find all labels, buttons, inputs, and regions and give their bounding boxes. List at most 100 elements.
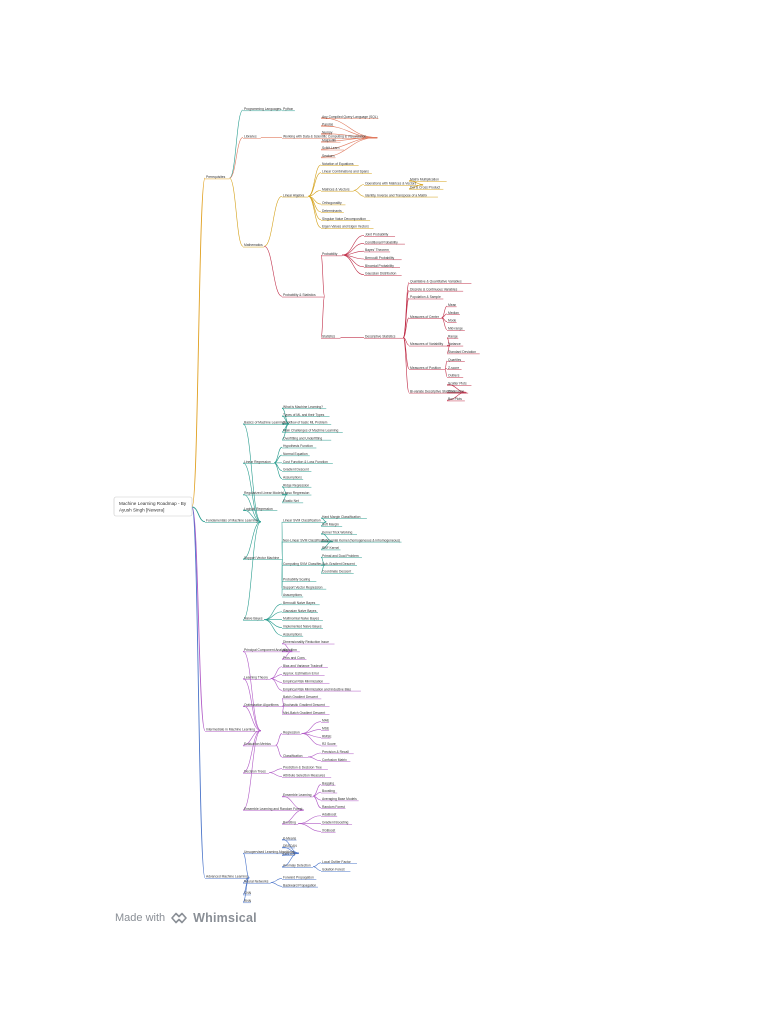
node-linear-regression[interactable]: Linear Regression (244, 460, 271, 464)
node-correlation[interactable]: Correlation (448, 389, 464, 393)
node-empirical-risk-minimization[interactable]: Empirical Risk Minimization (283, 679, 323, 683)
node-adaboost[interactable]: AdaBoost (322, 813, 336, 817)
node-numpy[interactable]: Numpy (322, 131, 333, 135)
node-approx-estimation-error[interactable]: Approx. Estimation Error (283, 672, 320, 676)
node-outliers[interactable]: Outliers (448, 374, 460, 378)
node-boosting[interactable]: Boosting (283, 821, 296, 825)
node-types-of-ml-and-their-types[interactable]: Types of ML and their Types (283, 413, 325, 417)
node-assumptions[interactable]: Assumptions (283, 476, 302, 480)
node-attribute-selection-measures[interactable]: Attribute Selection Measures (283, 774, 325, 778)
node-eigen-values-and-eigen-vectors[interactable]: Eigen Values and Eigen Vectors (322, 225, 369, 229)
node-mathematics[interactable]: Mathematics (244, 243, 263, 247)
node-what-is-machine-learning[interactable]: What is Machine Learning? (283, 405, 323, 409)
node-scatter-plots[interactable]: Scatter Plots (448, 381, 467, 385)
node-gradient-descent[interactable]: Gradient Descent (283, 468, 309, 472)
node-naive-bayes[interactable]: Naive Bayes (244, 617, 263, 621)
node-batch-gradient-descent[interactable]: Batch Gradient Descent (283, 695, 318, 699)
node-mid-range[interactable]: Mid-range (448, 327, 463, 331)
node-rmse[interactable]: RMSE (322, 734, 332, 738)
node-algorithm[interactable]: Algorithm (283, 648, 297, 652)
node-xgboost[interactable]: XGBoost (322, 828, 335, 832)
node-ensemble-learning[interactable]: Ensemble Learning (283, 793, 312, 797)
node-any-compiled-query-language-sql[interactable]: Any Compiled Query Language (SQL) (322, 115, 378, 119)
node-joint-probability[interactable]: Joint Probability (365, 232, 389, 236)
node-workflow-of-basic-ml-problem[interactable]: Workflow of basic ML Problem (283, 421, 328, 425)
node-programming-languages[interactable]: Programming Languages (244, 107, 281, 111)
node-bernoulli-naive-bayes[interactable]: Bernoulli Naive Bayes (283, 601, 316, 605)
node-isolation-forest[interactable]: Isolation Forest (322, 868, 345, 872)
node-median[interactable]: Median (448, 311, 459, 315)
node-bayes-theorem[interactable]: Bayes' Theorem (365, 248, 389, 252)
node-non-linear-svm-classification[interactable]: Non-Linear SVM Classification (283, 538, 328, 542)
node-classification[interactable]: Classification (283, 754, 303, 758)
node-assumptions[interactable]: Assumptions (283, 632, 302, 636)
node-orthogonality[interactable]: Orthogonality (322, 201, 342, 205)
node-seaborn[interactable]: Seaborn (322, 154, 335, 158)
node-cost-function-loss-function[interactable]: Cost Function & Loss Function (283, 460, 328, 464)
node-pandas[interactable]: Pandas (322, 123, 334, 127)
node-decision-trees[interactable]: Decision Trees (244, 770, 266, 774)
node-identity-inverse-and-transpose-of-a-matrix[interactable]: Identity, Inverse and Transpose of a Mat… (365, 193, 427, 197)
node-matplotlib[interactable]: Matplotlib (322, 138, 336, 142)
node-hard-margin-classification[interactable]: Hard Margin Classification (322, 515, 361, 519)
node-linear-combinations-and-spans[interactable]: Linear Combinations and Spans (322, 170, 369, 174)
node-ridge-regression[interactable]: Ridge Regression (283, 483, 309, 487)
node-r2-score[interactable]: R2 Score (322, 742, 336, 746)
node-gaussian-naive-bayes[interactable]: Gaussian Naive Bayes (283, 609, 317, 613)
node-stochastic-gradient-descent[interactable]: Stochastic Gradient Descent (283, 703, 325, 707)
node-forward-propagation[interactable]: Forward Propagation (283, 875, 314, 879)
node-bernoulli-probability[interactable]: Bernoulli Probability (365, 256, 394, 260)
node-linear-algebra[interactable]: Linear Algebra (283, 193, 304, 197)
node-implemented-naive-bayes[interactable]: Implemented Naive Bayes (283, 625, 322, 629)
node-elastic-net[interactable]: Elastic Net (283, 499, 299, 503)
node-mse[interactable]: MSE (322, 726, 330, 730)
node-libraries[interactable]: Libraries (244, 134, 257, 138)
node-overfitting-and-underfitting[interactable]: Overfitting and Underfitting (283, 436, 322, 440)
node-standard-deviation[interactable]: Standard Deviation (448, 350, 476, 354)
node-dot-cross-product[interactable]: Dot & Cross Product (410, 185, 440, 189)
node-measures-of-variability[interactable]: Measures of Variability (410, 342, 443, 346)
node-soft-margin[interactable]: Soft Margin (322, 523, 339, 527)
node-dimensionality-reduction-issue[interactable]: Dimensionality Reduction Issue (283, 640, 329, 644)
node-unsupervised-learning-algorithms[interactable]: Unsupervised Learning Algorithms (244, 850, 295, 854)
node-sub-gradient-descent[interactable]: Sub-Gradient Descent (322, 562, 355, 566)
node-intermediate-in-machine-learning[interactable]: Intermediate in Machine Learning (206, 727, 255, 731)
node-logistic-regression[interactable]: Logistic Regression (244, 507, 273, 511)
node-support-vector-machine[interactable]: Support Vector Machine (244, 556, 279, 560)
node-z-score[interactable]: Z-score (448, 366, 459, 370)
node-principal-component-analysis[interactable]: Principal Component Analysis (244, 648, 288, 652)
node-main-challenges-of-machine-learning[interactable]: Main Challenges of Machine Learning (283, 429, 339, 433)
root-node[interactable]: Machine Learning Roadmap - By Ayush Sing… (113, 496, 193, 517)
node-quartiles[interactable]: Quartiles (448, 358, 462, 362)
node-measures-of-position[interactable]: Measures of Position (410, 366, 441, 370)
node-multinomial-naive-bayes[interactable]: Multinomial Naive Bayes (283, 617, 319, 621)
node-linear-svm-classification[interactable]: Linear SVM Classification (283, 519, 321, 523)
node-learning-theory[interactable]: Learning Theory (244, 676, 268, 680)
node-gaussian-distribution[interactable]: Gaussian Distribution (365, 272, 397, 276)
node-probability-scaling[interactable]: Probability Scaling (283, 577, 310, 581)
node-polynomial-kernel-homogeneous-inhomogeneous[interactable]: Polynomial Kernel (homogeneous & inhomog… (322, 538, 400, 542)
node-advanced-machine-learning[interactable]: Advanced Machine Learning (206, 874, 248, 878)
node-mini-batch-gradient-descent[interactable]: Mini-Batch Gradient Descent (283, 711, 325, 715)
node-range[interactable]: Range (448, 334, 458, 338)
node-conditional-probability[interactable]: Conditional Probability (365, 240, 398, 244)
node-local-outlier-factor[interactable]: Local Outlier Factor (322, 860, 352, 864)
node-basics-of-machine-learning[interactable]: Basics of Machine Learning (244, 421, 285, 425)
node-pros-and-cons[interactable]: Pros and Cons (283, 656, 305, 660)
node-neural-networks[interactable]: Neural Networks (244, 879, 269, 883)
node-bagging[interactable]: Bagging (322, 781, 334, 785)
node-regression[interactable]: Regression (283, 730, 300, 734)
node-fundamentals-of-machine-learning[interactable]: Fundamentals of Machine Learning (206, 519, 258, 523)
node-mean[interactable]: Mean (448, 303, 456, 307)
node-ensemble-learning-and-random-forest[interactable]: Ensemble Learning and Random Forest (244, 807, 303, 811)
node-boosting[interactable]: Boosting (322, 789, 335, 793)
node-probability-statistics[interactable]: Probability & Statistics (283, 293, 316, 297)
node-measures-of-center[interactable]: Measures of Center (410, 315, 440, 319)
node-qualitative-quantitative-variables[interactable]: Qualitative & Quantitative Variables (410, 280, 462, 284)
node-regularized-linear-models[interactable]: Regularized Linear Models (244, 491, 284, 495)
node-support-vector-regression[interactable]: Support Vector Regression (283, 585, 323, 589)
node-mae[interactable]: MAE (322, 719, 330, 723)
node-python[interactable]: Python (283, 107, 293, 111)
node-evaluation-metrics[interactable]: Evaluation Metrics (244, 742, 271, 746)
node-precision-recall[interactable]: Precision & Recall (322, 750, 349, 754)
